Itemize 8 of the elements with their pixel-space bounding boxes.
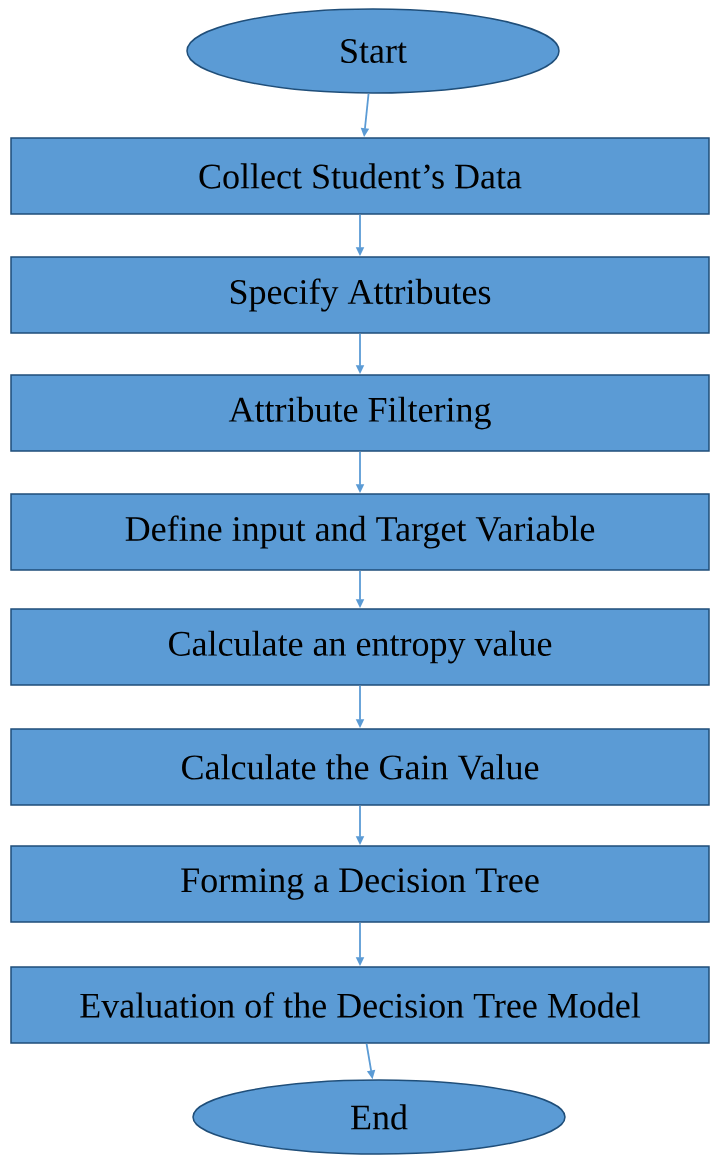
process-box: Evaluation of the Decision Tree Model	[10, 966, 710, 1044]
process-box: Calculate the Gain Value	[10, 728, 710, 806]
process-box: Define input and Target Variable	[10, 493, 710, 571]
process-box: Collect Student’s Data	[10, 137, 710, 215]
process-box: Attribute Filtering	[10, 374, 710, 452]
process-box: Specify Attributes	[10, 256, 710, 334]
process-box: Forming a Decision Tree	[10, 845, 710, 923]
process-box: Calculate an entropy value	[10, 608, 710, 686]
